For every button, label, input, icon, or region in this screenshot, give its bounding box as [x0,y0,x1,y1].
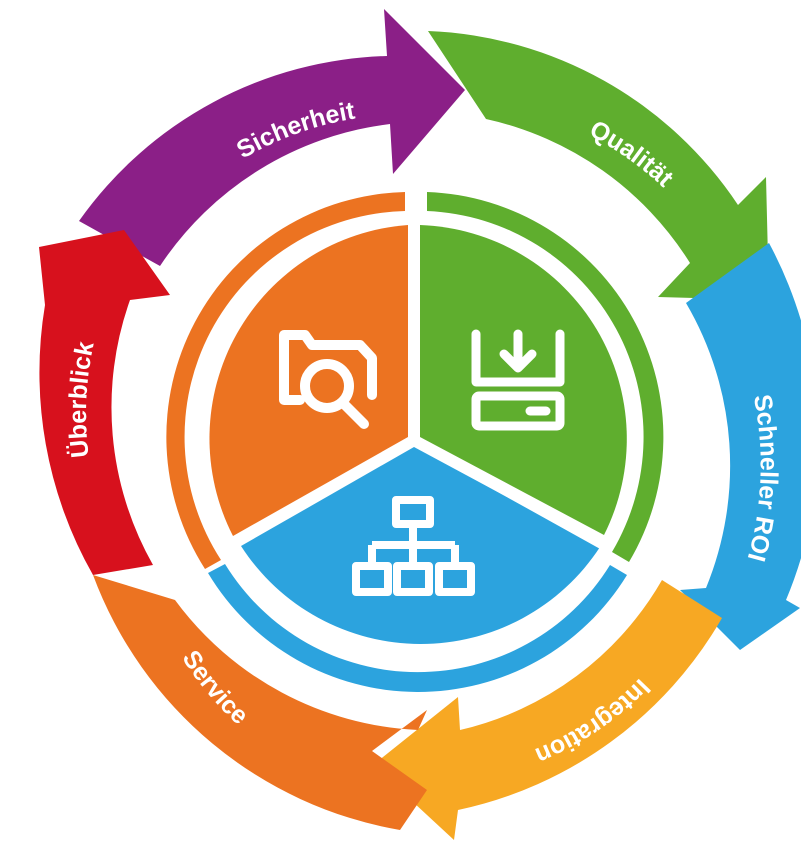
org-chart-icon [352,496,475,596]
center-outer-ring-orange [166,192,405,569]
center-pie [166,192,664,692]
divider-right [412,439,612,554]
arrow-integration [373,580,722,840]
download-drive-icon [471,329,565,431]
center-outer-ring-green [427,192,664,562]
center-outer-ring-blue [208,564,627,692]
arrow-qualitaet [428,31,769,300]
outer-cycle-arrows [39,9,801,840]
arrow-service [93,575,427,830]
arrow-roi [680,243,801,650]
folder-search-icon [279,330,377,429]
arrow-sicherheit [79,9,465,266]
arrow-ueberblick [39,230,170,575]
divider-left [220,439,416,554]
